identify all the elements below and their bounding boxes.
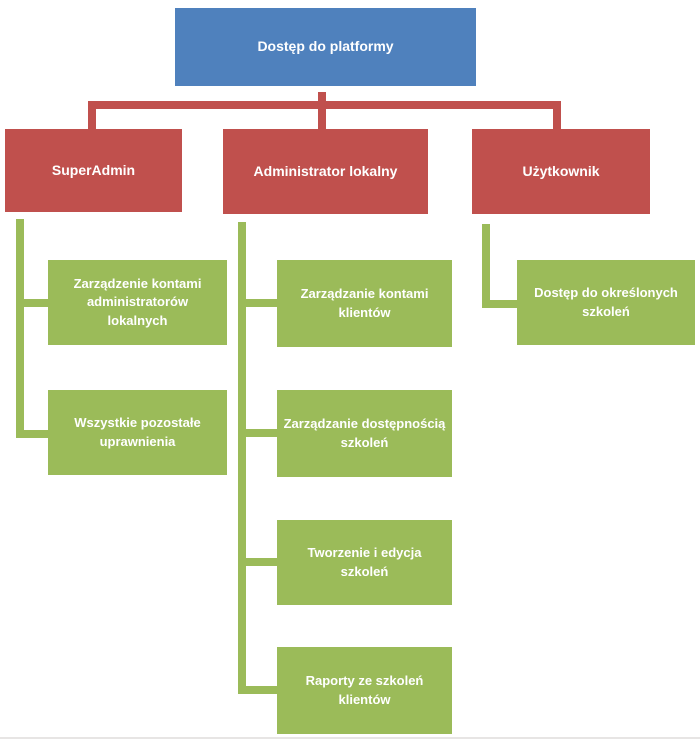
node-superadmin: SuperAdmin bbox=[5, 129, 182, 212]
connector-superadmin-stub-1 bbox=[24, 299, 48, 307]
page-edge-line bbox=[0, 737, 700, 739]
connector-root-right-drop bbox=[553, 101, 561, 129]
connector-local-admin-vertical bbox=[238, 222, 246, 694]
node-local-admin-label: Administrator lokalny bbox=[253, 162, 398, 179]
node-perm-manage-client-accounts-label: Zarządzanie kontami klientów bbox=[300, 286, 429, 320]
node-perm-create-edit-trainings: Tworzenie i edycja szkoleń bbox=[277, 520, 452, 605]
node-superadmin-label: SuperAdmin bbox=[51, 161, 136, 178]
node-perm-access-specific-trainings-label: Dostęp do określonych szkoleń bbox=[534, 285, 678, 319]
node-local-admin: Administrator lokalny bbox=[223, 129, 428, 214]
connector-root-horizontal-bar bbox=[88, 101, 561, 109]
node-perm-manage-training-availability: Zarządzanie dostępnością szkoleń bbox=[277, 390, 452, 477]
node-perm-manage-training-availability-label: Zarządzanie dostępnością szkoleń bbox=[283, 416, 446, 450]
node-perm-access-specific-trainings: Dostęp do określonych szkoleń bbox=[517, 260, 695, 345]
connector-local-admin-stub-4 bbox=[246, 686, 277, 694]
connector-root-center-stub bbox=[318, 92, 326, 129]
node-platform-access: Dostęp do platformy bbox=[175, 8, 476, 86]
connector-user-vertical bbox=[482, 224, 490, 308]
node-perm-manage-local-admin-accounts: Zarządzenie kontami administratorów loka… bbox=[48, 260, 227, 345]
node-user: Użytkownik bbox=[472, 129, 650, 214]
node-perm-client-training-reports-label: Raporty ze szkoleń klientów bbox=[305, 673, 424, 707]
node-perm-create-edit-trainings-label: Tworzenie i edycja szkoleń bbox=[307, 545, 422, 579]
node-user-label: Użytkownik bbox=[522, 162, 600, 179]
node-perm-all-other-permissions: Wszystkie pozostałe uprawnienia bbox=[48, 390, 227, 475]
connector-superadmin-vertical bbox=[16, 219, 24, 438]
node-perm-manage-client-accounts: Zarządzanie kontami klientów bbox=[277, 260, 452, 347]
connector-user-stub-1 bbox=[490, 300, 517, 308]
connector-local-admin-stub-1 bbox=[246, 299, 277, 307]
connector-superadmin-stub-2 bbox=[24, 430, 48, 438]
connector-local-admin-stub-2 bbox=[246, 429, 277, 437]
connector-root-left-drop bbox=[88, 101, 96, 129]
node-platform-access-label: Dostęp do platformy bbox=[257, 38, 394, 55]
node-perm-client-training-reports: Raporty ze szkoleń klientów bbox=[277, 647, 452, 734]
connector-local-admin-stub-3 bbox=[246, 558, 277, 566]
node-perm-manage-local-admin-accounts-label: Zarządzenie kontami administratorów loka… bbox=[73, 276, 202, 328]
node-perm-all-other-permissions-label: Wszystkie pozostałe uprawnienia bbox=[74, 415, 201, 449]
